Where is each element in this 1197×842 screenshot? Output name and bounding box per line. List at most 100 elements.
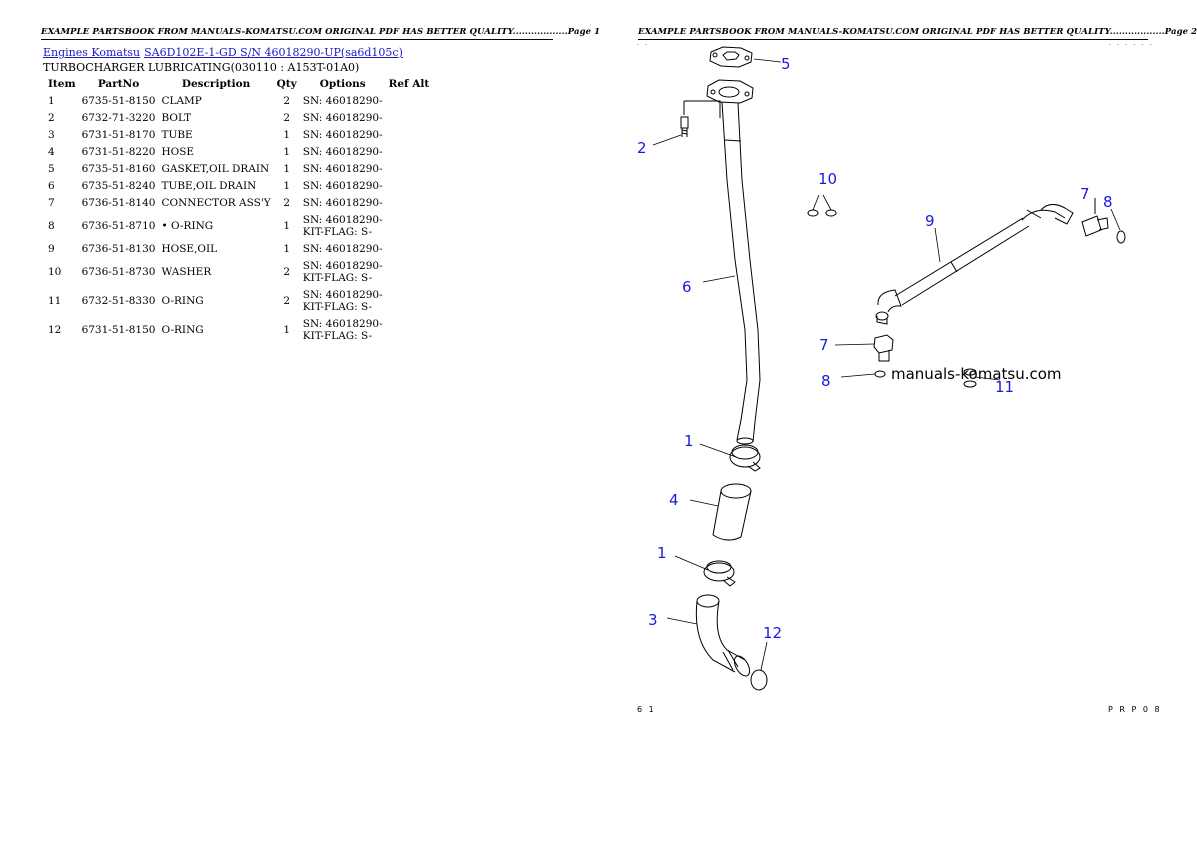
o-ring-drawing: [750, 669, 768, 691]
cell-partno: 6731-51-8220: [81, 145, 156, 158]
cell-partno: 6735-51-8160: [81, 162, 156, 175]
cell-description: O-RING: [161, 323, 204, 336]
cell-item: 11: [48, 294, 62, 307]
exploded-parts-diagram: 5 2 10 7 8 9 6 7 8 11 1 4 1 3 12 manuals…: [637, 46, 1126, 691]
callout-11: 11: [995, 378, 1014, 396]
cell-description: BOLT: [161, 111, 192, 124]
cell-options: SN: 46018290-: [300, 177, 386, 194]
cell-partno: 6736-51-8130: [81, 242, 156, 255]
cell-partno: 6732-71-3220: [81, 111, 156, 124]
callout-8: 8: [821, 372, 831, 390]
options-line: SN: 46018290-: [302, 259, 383, 272]
cell-item: 2: [48, 111, 55, 124]
hose-drawing: [712, 483, 752, 541]
cell-options: SN: 46018290-KIT-FLAG: S-: [300, 257, 386, 286]
callout-1: 1: [657, 544, 667, 562]
options-line: SN: 46018290-: [302, 179, 383, 192]
cell-options: SN: 46018290-: [300, 160, 386, 177]
cell-qty: 1: [283, 323, 291, 336]
options-line: KIT-FLAG: S-: [302, 225, 373, 238]
options-line: SN: 46018290-: [302, 145, 383, 158]
oil-hose-drawing: [875, 204, 1074, 325]
table-row: 2 6732-71-3220 BOLT 2 SN: 46018290-: [45, 109, 432, 126]
cell-options: SN: 46018290-KIT-FLAG: S-: [300, 315, 386, 344]
breadcrumb-link-model[interactable]: SA6D102E-1-GD S/N 46018290-UP(sa6d105c): [144, 46, 403, 59]
section-title: TURBOCHARGER LUBRICATING(030110 : A153T-…: [43, 61, 360, 74]
callout-3: 3: [648, 611, 658, 629]
callout-1: 1: [684, 432, 694, 450]
cell-partno: 6731-51-8170: [81, 128, 156, 141]
cell-item: 1: [48, 94, 55, 107]
connector-drawing: [1081, 198, 1109, 237]
cell-ref-alt: [386, 194, 433, 211]
clamp-drawing: [729, 444, 761, 472]
cell-description: TUBE: [161, 128, 193, 141]
cell-description: CLAMP: [161, 94, 202, 107]
callout-8: 8: [1103, 193, 1113, 211]
cell-partno: 6731-51-8150: [81, 323, 156, 336]
washers-drawing: [807, 209, 837, 217]
cell-qty: 1: [283, 219, 291, 232]
page-header: EXAMPLE PARTSBOOK FROM MANUALS-KOMATSU.C…: [638, 27, 1197, 40]
cell-partno: 6735-51-8240: [81, 179, 156, 192]
cell-qty: 1: [283, 128, 291, 141]
cell-ref-alt: [386, 177, 433, 194]
watermark: manuals-komatsu.com: [891, 365, 1062, 383]
options-line: SN: 46018290-: [302, 288, 383, 301]
col-ref-alt: Ref Alt: [388, 78, 430, 90]
cell-partno: 6736-51-8730: [81, 265, 156, 278]
cell-qty: 2: [283, 196, 291, 209]
cell-partno: 6736-51-8710: [81, 219, 156, 232]
cell-item: 3: [48, 128, 55, 141]
cell-ref-alt: [386, 240, 433, 257]
cell-item: 10: [48, 265, 62, 278]
callout-12: 12: [763, 624, 782, 642]
cell-qty: 2: [283, 265, 291, 278]
cell-description: TUBE,OIL DRAIN: [161, 179, 257, 192]
leader-lines: [652, 58, 1121, 671]
cell-qty: 1: [283, 242, 291, 255]
options-line: SN: 46018290-: [302, 317, 383, 330]
cell-options: SN: 46018290-: [300, 143, 386, 160]
table-row: 10 6736-51-8730 WASHER 2 SN: 46018290-KIT-FL…: [45, 257, 432, 286]
cell-qty: 2: [283, 294, 291, 307]
callout-10: 10: [818, 170, 837, 188]
cell-options: SN: 46018290-: [300, 92, 386, 109]
options-line: KIT-FLAG: S-: [302, 329, 373, 342]
callout-6: 6: [682, 278, 692, 296]
page-1: EXAMPLE PARTSBOOK FROM MANUALS-KOMATSU.C…: [0, 0, 600, 842]
cell-qty: 2: [283, 111, 291, 124]
cell-description: WASHER: [161, 265, 212, 278]
options-line: KIT-FLAG: S-: [302, 300, 373, 313]
options-line: SN: 46018290-: [302, 196, 383, 209]
callout-9: 9: [925, 212, 935, 230]
cell-partno: 6736-51-8140: [81, 196, 156, 209]
options-line: SN: 46018290-: [302, 242, 383, 255]
parts-table-header: Item PartNo Description Qty Options Ref …: [45, 77, 432, 92]
gasket-drawing: [709, 46, 753, 68]
footer-left: 6 1: [637, 705, 656, 714]
corner-mark: - - - - - -: [1109, 41, 1154, 48]
cell-description: • O-RING: [161, 219, 214, 232]
callout-4: 4: [669, 491, 679, 509]
cell-qty: 1: [283, 162, 291, 175]
options-line: SN: 46018290-: [302, 128, 383, 141]
breadcrumb-link-engines[interactable]: Engines Komatsu: [43, 46, 141, 59]
cell-description: CONNECTOR ASS'Y: [161, 196, 271, 209]
cell-ref-alt: [386, 257, 433, 286]
cell-item: 8: [48, 219, 55, 232]
cell-item: 7: [48, 196, 55, 209]
cell-ref-alt: [386, 160, 433, 177]
cell-description: HOSE: [161, 145, 195, 158]
cell-description: O-RING: [161, 294, 204, 307]
cell-options: SN: 46018290-: [300, 194, 386, 211]
col-partno: PartNo: [97, 78, 140, 90]
cell-ref-alt: [386, 315, 433, 344]
options-line: SN: 46018290-: [302, 111, 383, 124]
